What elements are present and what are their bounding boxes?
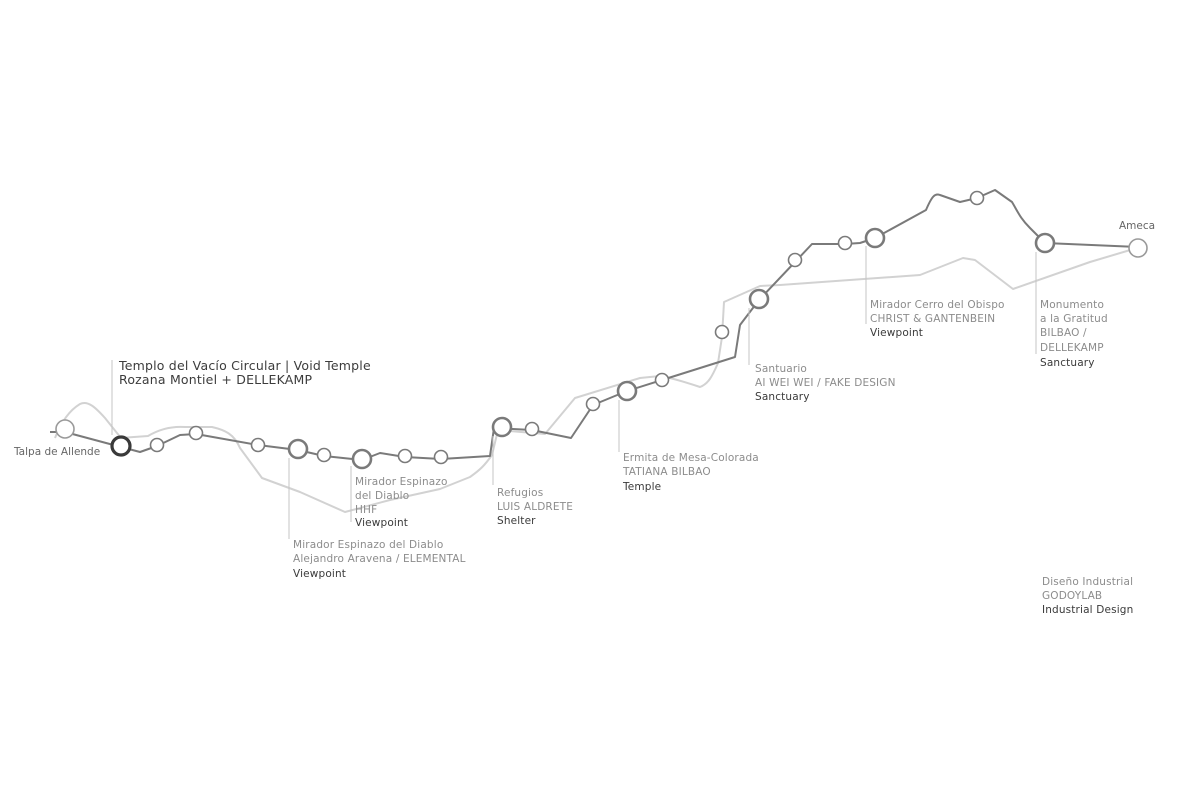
stop-marker-small[interactable]: [250, 437, 266, 453]
stop-marker-small[interactable]: [714, 324, 730, 340]
stop-6-name: Mirador Cerro del Obispo: [870, 299, 1005, 311]
stop-6-type: Viewpoint: [870, 327, 923, 339]
stop-marker-cerro-obispo[interactable]: [864, 227, 886, 249]
stop-marker-small[interactable]: [969, 190, 985, 206]
extra-author: GODOYLAB: [1042, 590, 1102, 602]
stop-2-type: Viewpoint: [355, 517, 408, 529]
stop-1-architect: Alejandro Aravena / ELEMENTAL: [293, 553, 466, 565]
stop-marker-small[interactable]: [149, 437, 165, 453]
stop-marker-small[interactable]: [654, 372, 670, 388]
stop-5-name: Santuario: [755, 363, 807, 375]
stop-7-type: Sanctuary: [1040, 357, 1095, 369]
stop-4-type: Temple: [622, 481, 661, 493]
stop-2-name-line1: Mirador Espinazo: [355, 476, 448, 488]
stop-1-name: Mirador Espinazo del Diablo: [293, 539, 443, 551]
main-route-line: [50, 189, 1139, 461]
stop-5-type: Sanctuary: [755, 391, 810, 403]
stop-marker-refugios[interactable]: [491, 416, 513, 438]
stop-marker-small[interactable]: [524, 421, 540, 437]
stop-4-architect: TATIANA BILBAO: [622, 466, 711, 478]
stop-marker-santuario[interactable]: [748, 288, 770, 310]
stop-2-architect: HHF: [355, 504, 377, 516]
stop-marker-void-temple[interactable]: [110, 435, 132, 457]
stop-marker-small[interactable]: [188, 425, 204, 441]
stop-5-architect: AI WEI WEI / FAKE DESIGN: [755, 377, 896, 389]
featured-title: Templo del Vacío Circular | Void Temple: [118, 358, 371, 373]
stop-marker-small[interactable]: [397, 448, 413, 464]
stop-marker-mirador-aravena[interactable]: [287, 438, 309, 460]
stop-7-name-line2: a la Gratitud: [1040, 313, 1108, 325]
start-label: Talpa de Allende: [13, 446, 100, 458]
secondary-route-line: [54, 247, 1138, 513]
stop-marker-monumento[interactable]: [1034, 232, 1056, 254]
stop-marker-small[interactable]: [316, 447, 332, 463]
end-marker[interactable]: [1128, 238, 1148, 258]
end-label: Ameca: [1119, 220, 1155, 232]
stop-7-name-line1: Monumento: [1040, 299, 1104, 311]
stop-marker-ermita[interactable]: [616, 380, 638, 402]
stop-3-name: Refugios: [497, 487, 543, 499]
stop-3-architect: LUIS ALDRETE: [497, 501, 573, 513]
stop-7-architect-line2: DELLEKAMP: [1040, 342, 1104, 354]
extra-name: Diseño Industrial: [1042, 576, 1133, 588]
stop-4-name: Ermita de Mesa-Colorada: [623, 452, 759, 464]
stop-marker-small[interactable]: [585, 396, 601, 412]
stop-2-name-line2: del Diablo: [355, 490, 409, 502]
start-marker[interactable]: [55, 419, 75, 439]
stop-marker-small[interactable]: [837, 235, 853, 251]
stop-1-type: Viewpoint: [293, 568, 346, 580]
featured-authors: Rozana Montiel + DELLEKAMP: [119, 372, 313, 387]
stop-6-architect: CHRIST & GANTENBEIN: [870, 313, 995, 325]
stop-marker-small[interactable]: [787, 252, 803, 268]
stop-7-architect-line1: BILBAO /: [1040, 327, 1087, 339]
stop-marker-small[interactable]: [433, 449, 449, 465]
extra-type: Industrial Design: [1042, 604, 1133, 616]
stop-marker-mirador-hhf[interactable]: [351, 448, 373, 470]
stop-3-type: Shelter: [497, 515, 536, 527]
